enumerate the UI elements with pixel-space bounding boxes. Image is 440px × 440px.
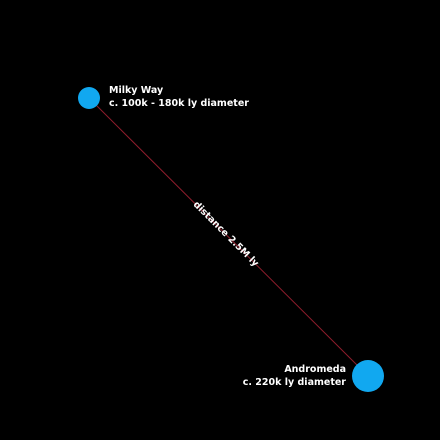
milky-way-label: Milky Way c. 100k - 180k ly diameter	[109, 85, 249, 109]
andromeda-diameter: c. 220k ly diameter	[243, 377, 347, 388]
milky-way-diameter: c. 100k - 180k ly diameter	[109, 98, 249, 109]
distance-connector-line	[88, 97, 369, 377]
milky-way-marker	[78, 87, 100, 109]
andromeda-marker	[352, 360, 384, 392]
andromeda-label: Andromeda c. 220k ly diameter	[243, 364, 347, 388]
milky-way-name: Milky Way	[109, 85, 164, 96]
andromeda-name: Andromeda	[284, 364, 346, 375]
